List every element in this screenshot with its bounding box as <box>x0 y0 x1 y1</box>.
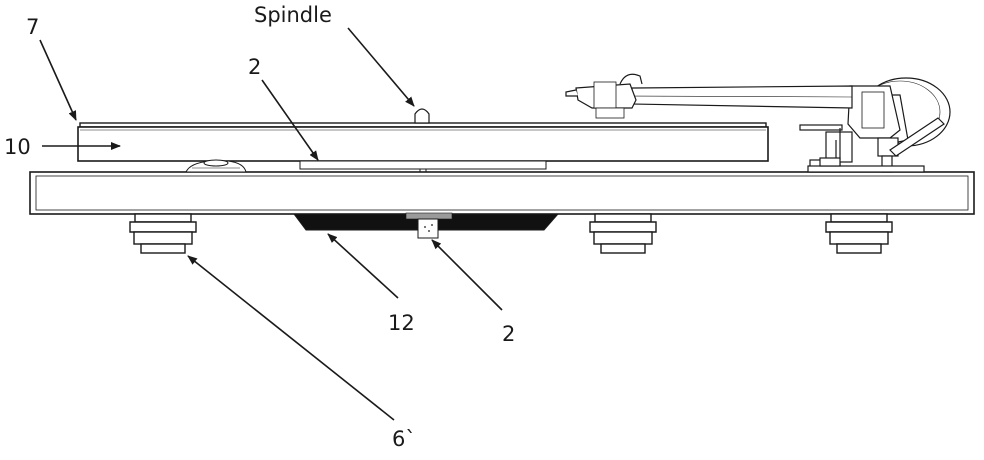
leader-feet <box>187 255 395 421</box>
label-feet: 6` <box>392 427 416 451</box>
label-motor-housing: 12 <box>388 311 415 335</box>
leader-drive-pulley <box>431 239 503 311</box>
label-sub-platter: 2 <box>248 55 261 79</box>
plinth <box>29 171 975 215</box>
leader-platter-top <box>39 39 77 121</box>
sub-platter <box>299 160 547 172</box>
spindle <box>414 108 430 124</box>
label-platter-top: 7 <box>26 15 39 39</box>
leader-spindle <box>347 27 415 107</box>
label-spindle: Spindle <box>254 3 332 27</box>
foot <box>589 213 657 254</box>
motor-housing <box>293 212 560 239</box>
leader-motor-housing <box>327 233 399 299</box>
foot <box>129 213 197 254</box>
tonearm-base-plate <box>807 157 925 173</box>
leader-sub-platter <box>261 79 319 161</box>
foot <box>825 213 893 254</box>
platter <box>77 122 769 162</box>
leader-lines <box>39 27 503 421</box>
platter-knob <box>185 159 247 173</box>
label-platter: 10 <box>4 135 31 159</box>
label-drive-pulley: 2 <box>502 322 515 346</box>
